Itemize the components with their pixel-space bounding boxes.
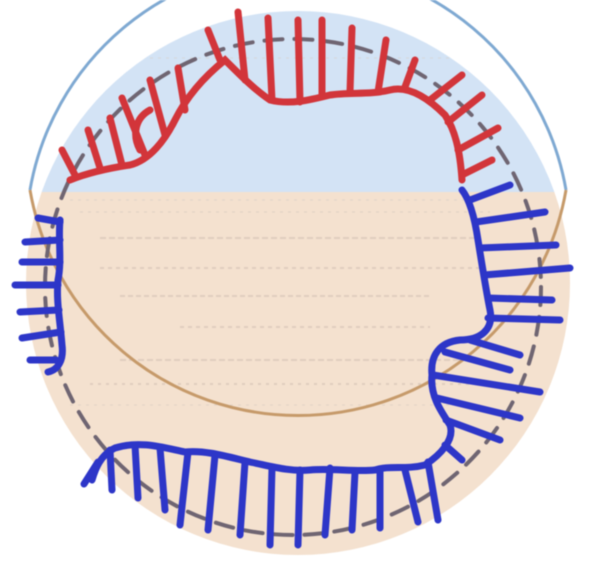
diagram-canvas xyxy=(0,0,591,563)
circular-spike-diagram xyxy=(0,0,591,563)
